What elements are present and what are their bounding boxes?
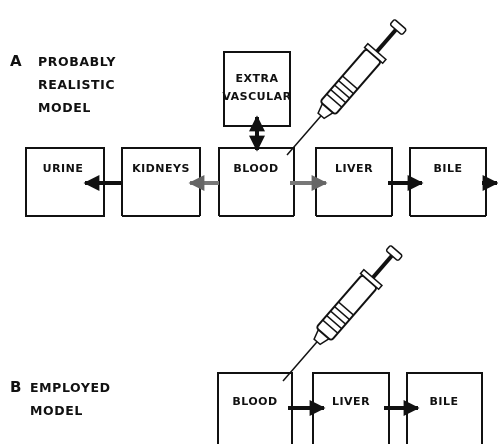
compartment-urine-label: URINE <box>43 162 84 175</box>
syringe-icon-b <box>274 243 406 389</box>
b-compartment-liver-label: LIVER <box>332 395 370 408</box>
compartment-liver: LIVER <box>316 148 392 216</box>
panel-b-title-line-1: EMPLOYED <box>30 380 111 395</box>
b-compartment-bile-label: BILE <box>429 395 458 408</box>
compartment-blood: BLOOD <box>219 148 294 216</box>
panel-a: A PROBABLY REALISTIC MODEL EXTRA VASCULA… <box>10 17 497 216</box>
extra-vascular-box <box>224 52 290 126</box>
b-compartment-blood: BLOOD <box>218 373 292 444</box>
syringe-icon <box>278 17 410 163</box>
panel-b: B EMPLOYED MODEL BLOOD LIVER BILE <box>10 243 482 444</box>
panel-a-title-line-2: REALISTIC <box>38 77 115 92</box>
extra-vascular-label-2: VASCULAR <box>222 90 291 103</box>
compartment-bile-label: BILE <box>433 162 462 175</box>
compartment-kidneys: KIDNEYS <box>122 148 200 216</box>
compartment-liver-label: LIVER <box>335 162 373 175</box>
panel-a-letter: A <box>10 52 22 70</box>
compartment-blood-label: BLOOD <box>233 162 278 175</box>
panel-a-title-line-1: PROBABLY <box>38 54 116 69</box>
extra-vascular-label-1: EXTRA <box>236 72 279 85</box>
b-compartment-blood-label: BLOOD <box>232 395 277 408</box>
panel-b-title-line-2: MODEL <box>30 403 83 418</box>
panel-b-letter: B <box>10 378 21 396</box>
b-compartment-bile: BILE <box>407 373 482 444</box>
panel-a-title-line-3: MODEL <box>38 100 91 115</box>
compartment-kidneys-label: KIDNEYS <box>132 162 190 175</box>
b-compartment-liver: LIVER <box>313 373 389 444</box>
